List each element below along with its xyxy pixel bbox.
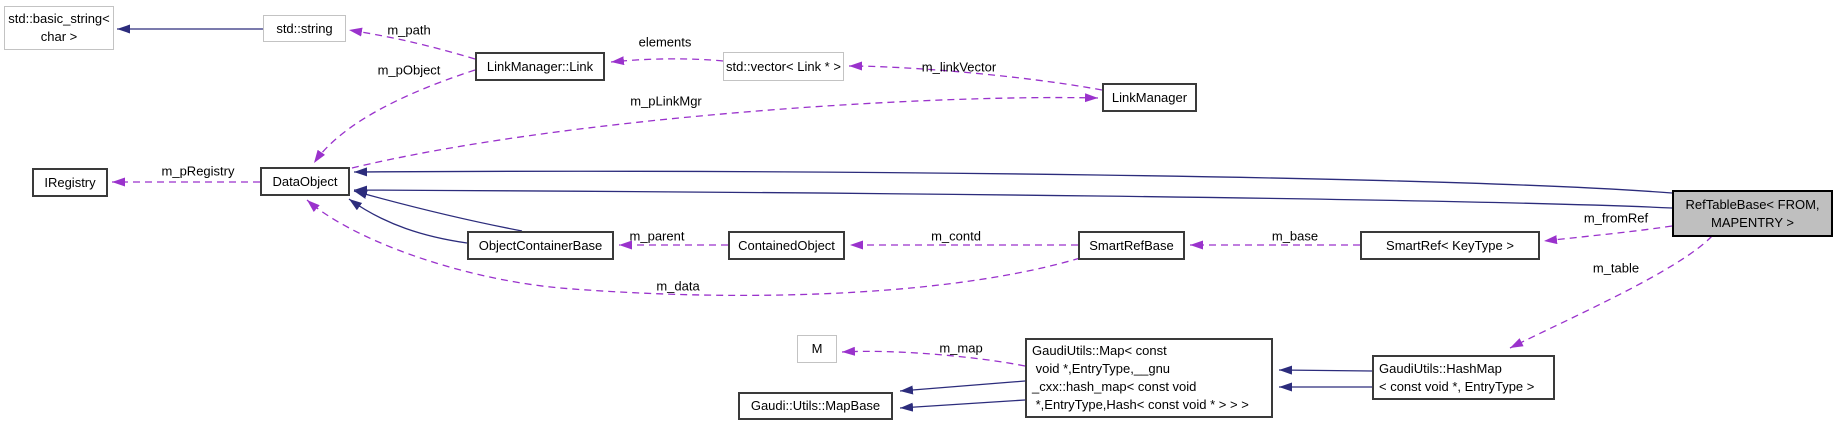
edge-objectcontainerbase-inherits-dataobject-2 [348,198,468,244]
class-node-label-line: *,EntryType,Hash< const void * > > > [1032,397,1249,412]
edge-label-m-table: m_table [1592,260,1640,276]
class-node-label-line: ObjectContainerBase [478,237,603,253]
edge-m-table [1509,235,1713,349]
class-node-gaudiutils-map[interactable]: GaudiUtils::Map< const void *,EntryType,… [1025,338,1273,418]
edge-map-inherits-mapbase-2 [899,399,1026,412]
class-node-gaudi-utils-mapbase[interactable]: Gaudi::Utils::MapBase [738,392,893,420]
class-node-label-line: std::string [276,20,333,36]
class-node-label-line: std::vector< Link * > [726,58,841,74]
class-node-label-line: DataObject [272,173,338,189]
edge-reftablebase-inherits-dataobject-2 [353,185,1673,209]
edge-label-m-linkvector: m_linkVector [921,59,997,75]
class-node-objectcontainerbase[interactable]: ObjectContainerBase [467,231,614,260]
edge-m-plinkmgr [351,93,1099,169]
edge-label-m-fromref: m_fromRef [1583,210,1649,226]
class-node-smartref-keytype[interactable]: SmartRef< KeyType > [1360,231,1540,260]
edge-m-pobject [313,69,476,164]
class-node-label-line: std::basic_string< [8,11,110,26]
class-node-label-line: < const void *, EntryType > [1379,378,1535,394]
edge-hashmap-inherits-map-1 [1278,365,1373,375]
class-node-label-line: GaudiUtils::HashMap [1379,360,1502,376]
class-node-linkmanager[interactable]: LinkManager [1102,83,1197,112]
edge-label-m-parent: m_parent [629,228,685,244]
edge-reftablebase-inherits-dataobject-1 [353,167,1673,194]
class-node-label-line: SmartRef< KeyType > [1386,237,1514,253]
class-node-label-line: LinkManager::Link [486,58,594,74]
class-node-label-line: SmartRefBase [1089,237,1174,253]
class-node-label-line: RefTableBase< FROM, [1685,196,1820,212]
edge-label-m-base: m_base [1271,228,1319,244]
edge-m-fromref [1543,225,1673,245]
class-node-label-line: Gaudi::Utils::MapBase [750,398,881,413]
edge-label-elements: elements [638,34,692,50]
edge-label-m-contd: m_contd [931,228,981,244]
class-node-smartrefbase[interactable]: SmartRefBase [1078,231,1185,260]
class-node-std-vector-link-ptr: std::vector< Link * > [723,52,844,81]
class-node-containedobject[interactable]: ContainedObject [728,231,845,260]
class-node-linkmanager-link[interactable]: LinkManager::Link [475,52,605,81]
edge-elements [610,56,724,66]
class-node-std-string: std::string [263,15,346,42]
class-node-label-line: IRegistry [44,174,96,190]
edge-label-m-plinkmgr: m_pLinkMgr [630,93,702,109]
class-node-gaudiutils-hashmap[interactable]: GaudiUtils::HashMap< const void *, Entry… [1372,355,1555,400]
class-node-iregistry[interactable]: IRegistry [32,168,108,197]
class-node-label-line: _cxx::hash_map< const void [1032,379,1197,394]
edge-m-path [348,27,476,60]
edge-label-m-path: m_path [387,22,431,38]
edge-m-linkvector [848,61,1103,91]
class-node-m: M [797,335,837,363]
class-node-label-line: MAPENTRY > [1711,214,1794,230]
class-node-label-line: GaudiUtils::Map< const [1032,343,1167,358]
class-node-label-line: M [811,341,823,356]
class-node-std-basic-string: std::basic_string<char > [4,6,114,50]
class-node-label-line: LinkManager [1111,89,1188,105]
class-node-label-line: ContainedObject [738,237,835,253]
edge-m-data [306,199,1081,297]
edge-objectcontainerbase-inherits-dataobject-1 [353,190,523,232]
class-node-dataobject[interactable]: DataObject [260,167,350,196]
class-node-label-line: void *,EntryType,__gnu [1032,361,1171,376]
edge-label-m-data: m_data [656,278,700,294]
class-node-label-line: char > [40,29,78,44]
edge-label-m-pregistry: m_pRegistry [161,163,235,179]
edge-label-m-map: m_map [939,340,983,356]
edge-map-inherits-mapbase-1 [899,380,1026,395]
class-node-reftablebase-from-mapentry[interactable]: RefTableBase< FROM, MAPENTRY > [1672,190,1833,237]
edge-label-m-pobject: m_pObject [377,62,441,78]
edge-m-map [841,346,1026,367]
